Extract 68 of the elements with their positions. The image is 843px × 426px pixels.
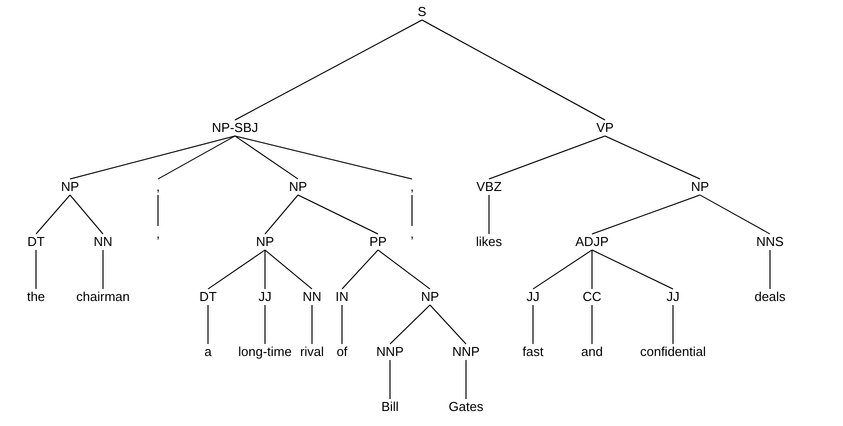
tree-label: DT [198, 289, 218, 305]
tree-label: ADJP [574, 234, 610, 250]
tree-label: S [416, 4, 428, 20]
tree-label: PP [368, 234, 388, 250]
tree-label: NP [288, 179, 308, 195]
tree-branch [488, 136, 606, 180]
tree-branch [264, 250, 312, 290]
tree-label: Bill [380, 399, 400, 415]
tree-branch [234, 136, 412, 180]
tree-label: JJ [526, 289, 540, 305]
tree-branch [158, 136, 236, 180]
tree-label: NNP [451, 344, 481, 360]
tree-branch [532, 304, 534, 344]
tree-branch [604, 136, 700, 180]
tree-branch [234, 20, 422, 120]
tree-branch [422, 20, 606, 120]
tree-branch [102, 250, 104, 290]
tree-label: fast [522, 344, 544, 360]
tree-label: long-time [237, 344, 293, 360]
tree-branch [430, 304, 466, 344]
tree-label: DT [26, 234, 46, 250]
tree-label: NNS [755, 234, 785, 250]
tree-label: the [26, 289, 46, 305]
tree-branch [70, 136, 236, 180]
tree-label: CC [582, 289, 602, 305]
tree-label: deals [753, 289, 787, 305]
tree-branch [264, 304, 266, 344]
tree-label: JJ [666, 289, 680, 305]
tree-branch [298, 194, 378, 234]
tree-branch [592, 250, 674, 290]
tree-branch [234, 136, 298, 180]
tree-label: NN [92, 234, 114, 250]
tree-branch [488, 194, 490, 234]
tree-label: IN [334, 289, 350, 305]
tree-label: , [409, 179, 415, 195]
tree-label: NNP [375, 344, 405, 360]
tree-label: likes [475, 234, 503, 250]
tree-label: NP-SBJ [210, 120, 260, 136]
tree-label: , [409, 226, 415, 242]
tree-branch [672, 304, 674, 344]
tree-branch [592, 194, 700, 234]
tree-label: chairman [75, 289, 131, 305]
tree-label: of [336, 344, 348, 360]
tree-branch [264, 194, 298, 234]
tree-label: JJ [258, 289, 272, 305]
tree-label: VBZ [475, 179, 503, 195]
tree-label: rival [299, 344, 325, 360]
tree-label: NP [254, 234, 276, 250]
tree-branch [70, 194, 104, 234]
tree-label: VP [595, 120, 615, 136]
tree-branch [378, 250, 430, 290]
tree-label: Gates [448, 399, 484, 415]
tree-branch [208, 250, 266, 290]
tree-branch [700, 194, 770, 234]
tree-label: , [155, 226, 161, 242]
tree-label: a [203, 344, 213, 360]
tree-label: confidential [639, 344, 707, 360]
tree-branch [36, 194, 70, 234]
tree-label: , [155, 179, 161, 195]
tree-branch [264, 250, 266, 290]
tree-branch [532, 250, 592, 290]
tree-label: and [580, 344, 604, 360]
tree-label: NP [60, 179, 80, 195]
tree-branch [390, 304, 430, 344]
tree-label: NP [690, 179, 710, 195]
tree-branch [342, 250, 378, 290]
tree-label: NN [302, 289, 322, 305]
tree-label: NP [420, 289, 440, 305]
